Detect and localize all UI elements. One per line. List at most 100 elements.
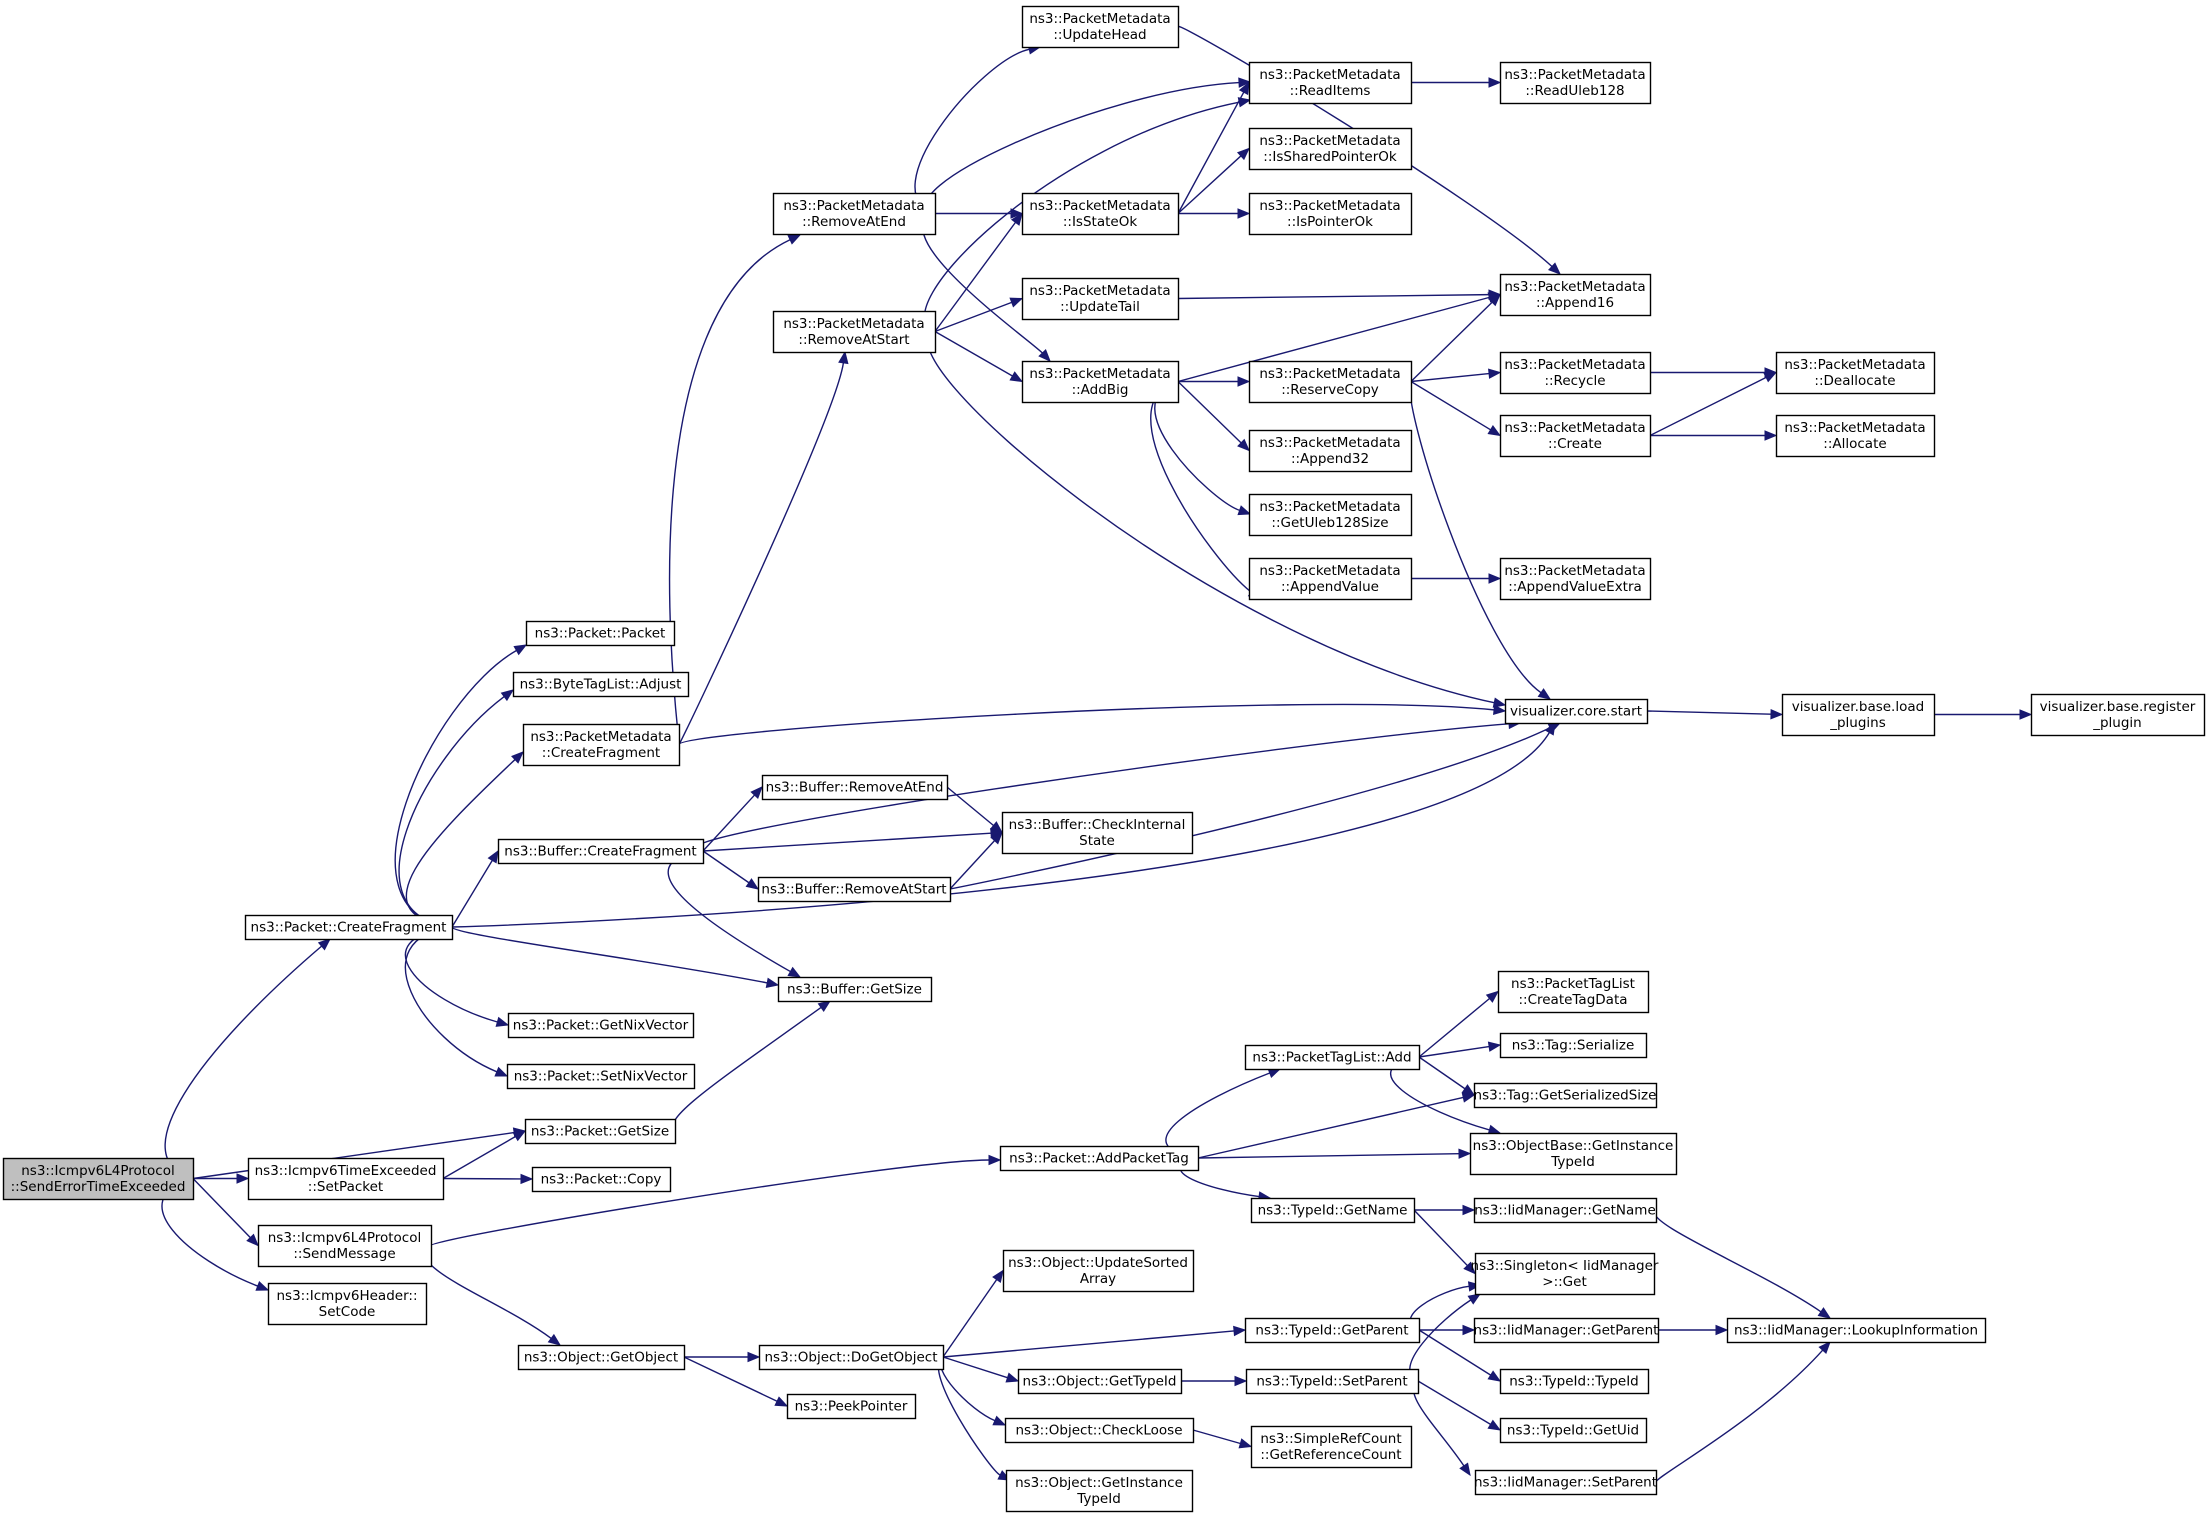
node-ns3-packetmetadata-appendvalueextra[interactable]: ns3::PacketMetadata::AppendValueExtra xyxy=(1499,557,1652,601)
node-ns3-singleton-iidmanager-get[interactable]: ns3::Singleton< IidManager >::Get xyxy=(1471,1252,1659,1296)
node-ns3-packetmetadata-issharedpointerok[interactable]: ns3::PacketMetadata::IsSharedPointerOk xyxy=(1248,127,1413,171)
edge-n60-to-n62 xyxy=(1417,1380,1502,1431)
node-ns3-packet-setnixvector[interactable]: ns3::Packet::SetNixVector xyxy=(506,1063,696,1090)
node-ns3-packetmetadata-readuleb128[interactable]: ns3::PacketMetadata::ReadUleb128 xyxy=(1499,61,1652,105)
node-label: ns3::Packet::AddPacketTag xyxy=(1009,1151,1189,1167)
node-ns3-packetmetadata-allocate[interactable]: ns3::PacketMetadata::Allocate xyxy=(1775,414,1936,458)
node-ns3-typeid-setparent[interactable]: ns3::TypeId::SetParent xyxy=(1245,1368,1420,1395)
node-ns3-object-checkloose[interactable]: ns3::Object::CheckLoose xyxy=(1004,1417,1195,1444)
node-ns3-tag-getserializedsize[interactable]: ns3::Tag::GetSerializedSize xyxy=(1474,1082,1658,1109)
node-ns3-packet-copy[interactable]: ns3::Packet::Copy xyxy=(531,1166,672,1193)
node-ns3-packetmetadata-addbig[interactable]: ns3::PacketMetadata::AddBig xyxy=(1021,360,1180,404)
node-ns3-packetmetadata-getuleb128size[interactable]: ns3::PacketMetadata::GetUleb128Size xyxy=(1248,493,1413,537)
node-ns3-buffer-getsize[interactable]: ns3::Buffer::GetSize xyxy=(777,976,933,1003)
node-ns3-buffer-removeatend[interactable]: ns3::Buffer::RemoveAtEnd xyxy=(761,774,949,801)
node-label: ns3::IidManager::GetParent xyxy=(1474,1323,1659,1339)
node-box xyxy=(1497,970,1650,1014)
edge-arrowhead xyxy=(988,1154,1002,1166)
edge-n21-to-n18 xyxy=(949,722,1562,890)
node-ns3-packetmetadata-reservecopy[interactable]: ns3::PacketMetadata::ReserveCopy xyxy=(1248,360,1413,404)
node-ns3-packetmetadata-deallocate[interactable]: ns3::PacketMetadata::Deallocate xyxy=(1775,351,1936,395)
node-ns3-packetmetadata-create[interactable]: ns3::PacketMetadata::Create xyxy=(1499,414,1652,458)
node-ns3-buffer-createfragment[interactable]: ns3::Buffer::CreateFragment xyxy=(497,838,705,865)
node-label: TypeId xyxy=(1076,1491,1121,1507)
node-ns3-typeid-getname[interactable]: ns3::TypeId::GetName xyxy=(1250,1197,1416,1224)
edge-arrowhead xyxy=(992,1269,1004,1283)
node-ns3-tag-serialize[interactable]: ns3::Tag::Serialize xyxy=(1499,1032,1648,1059)
node-box xyxy=(1001,811,1194,855)
node-box xyxy=(1248,360,1413,404)
node-ns3-iidmanager-setparent[interactable]: ns3::IidManager::SetParent xyxy=(1474,1469,1658,1496)
node-ns3-packetmetadata-append16[interactable]: ns3::PacketMetadata::Append16 xyxy=(1499,273,1652,317)
node-visualizer-base-register-plugin[interactable]: visualizer.base.register_plugin xyxy=(2030,693,2206,737)
edge-arrowhead xyxy=(992,1415,1007,1426)
edge-arrowhead xyxy=(1817,1307,1832,1319)
node-ns3-peekpointer[interactable]: ns3::PeekPointer xyxy=(786,1393,917,1420)
node-visualizer-core-start[interactable]: visualizer.core.start xyxy=(1504,698,1649,725)
node-ns3-typeid-getuid[interactable]: ns3::TypeId::GetUid xyxy=(1499,1417,1648,1444)
node-ns3-packetmetadata-updatetail[interactable]: ns3::PacketMetadata::UpdateTail xyxy=(1021,277,1180,321)
node-label: ns3::PacketMetadata xyxy=(1259,133,1400,149)
node-label: ns3::PacketTagList::Add xyxy=(1252,1050,1411,1066)
node-label: ns3::Packet::CreateFragment xyxy=(251,920,447,936)
node-ns3-packetmetadata-recycle[interactable]: ns3::PacketMetadata::Recycle xyxy=(1499,351,1652,395)
edge-arrowhead xyxy=(787,966,802,978)
edge-arrowhead xyxy=(1459,1462,1471,1477)
node-ns3-object-dogetobject[interactable]: ns3::Object::DoGetObject xyxy=(758,1344,945,1371)
node-ns3-packetmetadata-removeatstart[interactable]: ns3::PacketMetadata::RemoveAtStart xyxy=(772,310,937,354)
node-box xyxy=(1726,1317,1987,1344)
node-ns3-packet-packet[interactable]: ns3::Packet::Packet xyxy=(525,620,676,647)
node-ns3-packetmetadata-updatehead[interactable]: ns3::PacketMetadata::UpdateHead xyxy=(1021,5,1180,49)
node-box xyxy=(1002,1249,1195,1293)
node-visualizer-base-load-plugins[interactable]: visualizer.base.load_plugins xyxy=(1781,693,1936,737)
node-ns3-packetmetadata-append32[interactable]: ns3::PacketMetadata::Append32 xyxy=(1248,429,1413,473)
node-ns3-object-gettypeid[interactable]: ns3::Object::GetTypeId xyxy=(1017,1368,1183,1395)
node-ns3-packetmetadata-createfragment[interactable]: ns3::PacketMetadata::CreateFragment xyxy=(522,723,681,767)
edge-n15-to-n51 xyxy=(684,1351,761,1363)
node-ns3-packetmetadata-isstateok[interactable]: ns3::PacketMetadata::IsStateOk xyxy=(1021,192,1180,236)
node-ns3-icmpv6timeexceeded-setpacket[interactable]: ns3::Icmpv6TimeExceeded::SetPacket xyxy=(247,1157,445,1201)
node-ns3-simplerefcount-getreferencecount[interactable]: ns3::SimpleRefCount::GetReferenceCount xyxy=(1250,1425,1413,1469)
node-ns3-packet-getsize[interactable]: ns3::Packet::GetSize xyxy=(524,1118,677,1145)
node-label: ns3::IidManager::GetName xyxy=(1474,1203,1656,1219)
node-ns3-iidmanager-getparent[interactable]: ns3::IidManager::GetParent xyxy=(1473,1317,1660,1344)
node-ns3-icmpv6l4protocol-senderrortimeexceeded[interactable]: ns3::Icmpv6L4Protocol::SendErrorTimeExce… xyxy=(2,1157,195,1201)
node-ns3-packet-addpackettag[interactable]: ns3::Packet::AddPacketTag xyxy=(999,1145,1200,1172)
node-ns3-typeid-getparent[interactable]: ns3::TypeId::GetParent xyxy=(1244,1317,1421,1344)
edge-n16-to-n24 xyxy=(935,208,1024,219)
node-ns3-packetmetadata-appendvalue[interactable]: ns3::PacketMetadata::AppendValue xyxy=(1248,557,1413,601)
node-box xyxy=(777,976,933,1003)
node-ns3-icmpv6l4protocol-sendmessage[interactable]: ns3::Icmpv6L4Protocol::SendMessage xyxy=(257,1224,433,1268)
node-ns3-iidmanager-getname[interactable]: ns3::IidManager::GetName xyxy=(1473,1197,1658,1224)
node-ns3-packettaglist-add[interactable]: ns3::PacketTagList::Add xyxy=(1244,1044,1421,1071)
node-ns3-typeid-typeid[interactable]: ns3::TypeId::TypeId xyxy=(1499,1368,1650,1395)
node-box xyxy=(1473,1317,1660,1344)
node-box xyxy=(1244,1317,1421,1344)
node-ns3-packettaglist-createtagdata[interactable]: ns3::PacketTagList::CreateTagData xyxy=(1497,970,1650,1014)
node-ns3-packetmetadata-removeatend[interactable]: ns3::PacketMetadata::RemoveAtEnd xyxy=(772,192,937,236)
edge-n40-to-n41 xyxy=(1934,709,2033,720)
node-label: ns3::PacketMetadata xyxy=(1259,366,1400,382)
node-box xyxy=(2,1157,195,1201)
edge-line xyxy=(398,696,505,928)
node-ns3-buffer-removeatstart[interactable]: ns3::Buffer::RemoveAtStart xyxy=(757,876,952,903)
node-label: ::GetReferenceCount xyxy=(1260,1447,1401,1463)
node-ns3-packetmetadata-ispointerok[interactable]: ns3::PacketMetadata::IsPointerOk xyxy=(1248,192,1413,236)
edge-arrowhead xyxy=(989,821,1004,834)
node-ns3-icmpv6header-setcode[interactable]: ns3::Icmpv6Header::SetCode xyxy=(267,1282,428,1326)
node-ns3-packet-getnixvector[interactable]: ns3::Packet::GetNixVector xyxy=(507,1012,695,1039)
node-label: ::SetPacket xyxy=(308,1179,383,1195)
edge-arrowhead xyxy=(1237,438,1250,452)
edge-arrowhead xyxy=(1005,1372,1020,1383)
node-label: ns3::Icmpv6TimeExceeded xyxy=(255,1163,437,1179)
edge-arrowhead xyxy=(1238,77,1252,88)
node-ns3-packet-createfragment[interactable]: ns3::Packet::CreateFragment xyxy=(244,914,454,941)
node-ns3-object-getobject[interactable]: ns3::Object::GetObject xyxy=(517,1344,686,1371)
node-ns3-bytetaglist-adjust[interactable]: ns3::ByteTagList::Adjust xyxy=(512,671,690,698)
node-ns3-packetmetadata-readitems[interactable]: ns3::PacketMetadata::ReadItems xyxy=(1248,61,1413,105)
node-ns3-iidmanager-lookupinformation[interactable]: ns3::IidManager::LookupInformation xyxy=(1726,1317,1987,1344)
